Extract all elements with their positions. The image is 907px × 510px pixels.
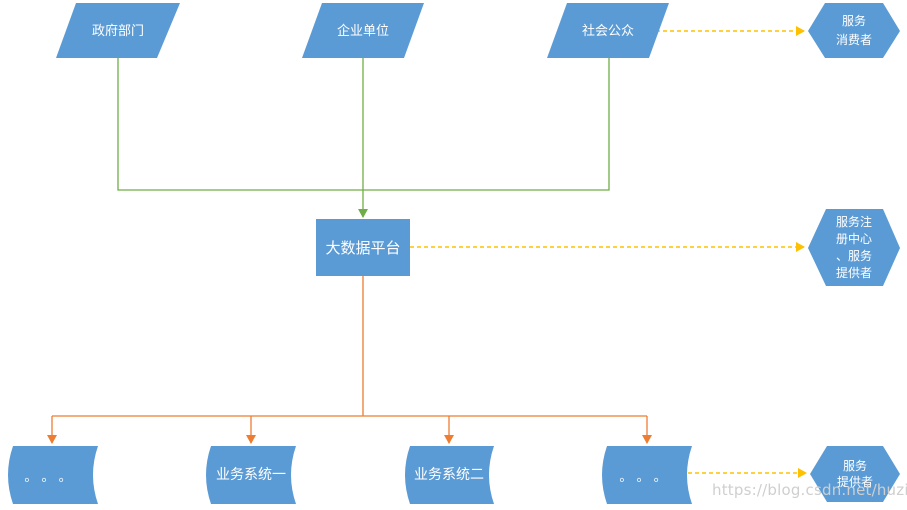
- node-consumer-line1: 服务: [842, 13, 866, 28]
- node-system1: 业务系统一: [206, 446, 296, 504]
- node-registry-line3: 、服务: [836, 248, 872, 263]
- node-public: 社会公众: [547, 3, 669, 58]
- node-gov-label: 政府部门: [92, 24, 144, 39]
- node-ellipsis-right: 。 。 。: [602, 446, 692, 504]
- node-enterprise: 企业单位: [302, 3, 424, 58]
- node-registry-line2: 册中心: [836, 231, 872, 246]
- node-platform-label: 大数据平台: [325, 239, 400, 257]
- node-ellipsis-left: 。 。 。: [8, 446, 98, 504]
- node-platform: 大数据平台: [316, 219, 410, 276]
- node-provider: 服务 提供者: [810, 446, 900, 502]
- node-gov: 政府部门: [56, 3, 180, 58]
- node-consumer: 服务 消费者: [808, 3, 900, 58]
- node-provider-line2: 提供者: [837, 474, 873, 489]
- node-registry: 服务注 册中心 、服务 提供者: [808, 209, 900, 286]
- node-ellipsis-left-label: 。 。 。: [24, 470, 71, 485]
- node-ellipsis-right-label: 。 。 。: [619, 470, 666, 485]
- node-consumer-line2: 消费者: [836, 33, 872, 47]
- node-public-label: 社会公众: [582, 23, 634, 39]
- node-enterprise-label: 企业单位: [337, 23, 389, 39]
- watermark-text: https://blog.csdn.net/huzia: [712, 481, 907, 499]
- node-system1-label: 业务系统一: [216, 467, 286, 483]
- node-system2-label: 业务系统二: [414, 467, 484, 483]
- node-provider-line1: 服务: [843, 458, 867, 473]
- node-registry-line4: 提供者: [836, 265, 872, 280]
- node-system2: 业务系统二: [405, 446, 494, 504]
- node-registry-line1: 服务注: [836, 214, 872, 229]
